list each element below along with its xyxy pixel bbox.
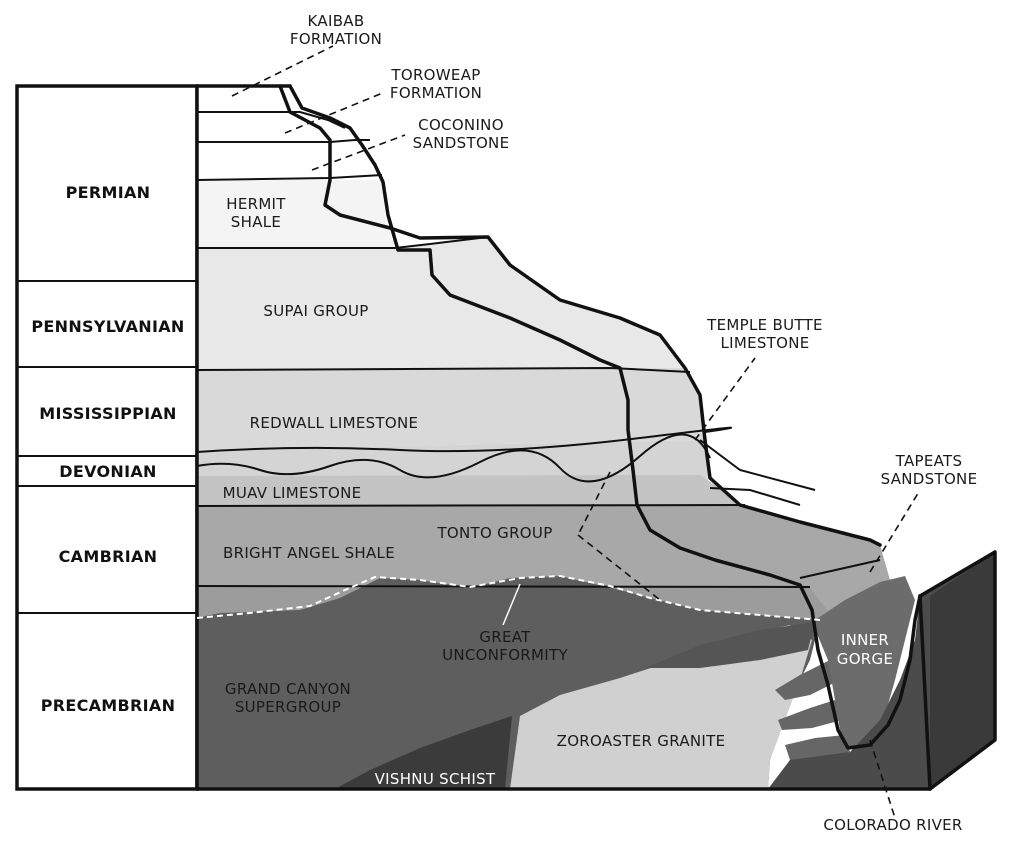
period-column: PERMIAN PENNSYLVANIAN MISSISSIPPIAN DEVO… xyxy=(15,84,199,791)
bright-angel-shale-label: BRIGHT ANGEL SHALE xyxy=(223,544,395,562)
hermit-shale-layer xyxy=(197,180,395,248)
unconformity-leader xyxy=(502,583,521,626)
coconino-label-line2: SANDSTONE xyxy=(413,134,510,152)
far-wall-face xyxy=(930,552,995,789)
canyon-profile xyxy=(195,84,997,791)
tapeats-leader xyxy=(869,489,921,573)
vishnu-schist-layer xyxy=(335,716,512,789)
grand-canyon-supergroup-label-line2: SUPERGROUP xyxy=(235,698,341,716)
toroweap-label-line1: TOROWEAP xyxy=(390,66,480,84)
great-unconformity-label-line1: GREAT xyxy=(479,628,531,646)
tapeats-label-line2: SANDSTONE xyxy=(881,470,978,488)
granite-dike xyxy=(785,735,850,760)
toroweap-leader xyxy=(284,91,386,134)
period-pennsylvanian: PENNSYLVANIAN xyxy=(31,317,184,336)
zoroaster-granite-label: ZOROASTER GRANITE xyxy=(557,732,726,750)
tonto-leader-bottom xyxy=(577,534,661,601)
period-column-frame xyxy=(15,84,199,791)
temple-butte-leader xyxy=(694,357,756,441)
supai-group-label: SUPAI GROUP xyxy=(263,302,368,320)
supai-group-layer xyxy=(197,237,685,370)
inner-gorge-region xyxy=(812,576,915,750)
granite-dike xyxy=(778,700,842,730)
period-mississippian: MISSISSIPPIAN xyxy=(39,404,177,423)
hermit-shale-label-line1: HERMIT xyxy=(226,195,286,213)
period-permian: PERMIAN xyxy=(66,183,151,202)
kaibab-label-line1: KAIBAB xyxy=(308,12,365,30)
leader-lines xyxy=(231,45,921,819)
wall-edge xyxy=(918,594,932,791)
muav-limestone-label: MUAV LIMESTONE xyxy=(223,484,362,502)
period-cambrian: CAMBRIAN xyxy=(59,547,158,566)
kaibab-leader xyxy=(231,45,334,97)
period-devonian: DEVONIAN xyxy=(59,462,156,481)
layer-labels: HERMIT SHALE SUPAI GROUP REDWALL LIMESTO… xyxy=(223,195,893,788)
grand-canyon-supergroup-label-line1: GRAND CANYON xyxy=(225,680,351,698)
great-unconformity-label-line2: UNCONFORMITY xyxy=(442,646,568,664)
vishnu-schist-label: VISHNU SCHIST xyxy=(375,770,496,788)
tapeats-label-line1: TAPEATS xyxy=(895,452,963,470)
granite-dike xyxy=(645,622,815,668)
inner-gorge-label-line2: GORGE xyxy=(837,650,893,668)
zoroaster-granite-layer xyxy=(510,625,812,789)
hermit-shale-label-line2: SHALE xyxy=(231,213,281,231)
callout-labels: KAIBAB FORMATION TOROWEAP FORMATION COCO… xyxy=(290,12,977,834)
period-precambrian: PRECAMBRIAN xyxy=(41,696,176,715)
great-unconformity-line xyxy=(196,574,821,621)
colorado-river-leader xyxy=(869,739,896,819)
tonto-group-label: TONTO GROUP xyxy=(436,524,552,542)
temple-butte-layer xyxy=(197,440,708,480)
temple-butte-label-line1: TEMPLE BUTTE xyxy=(706,316,823,334)
coconino-leader xyxy=(311,134,406,171)
kaibab-label-line2: FORMATION xyxy=(290,30,382,48)
toroweap-label-line2: FORMATION xyxy=(390,84,482,102)
coconino-label-line1: COCONINO xyxy=(418,116,504,134)
colorado-river-label: COLORADO RIVER xyxy=(823,816,962,834)
redwall-limestone-layer xyxy=(197,368,705,450)
temple-butte-label-line2: LIMESTONE xyxy=(720,334,809,352)
inner-gorge-label-line1: INNER xyxy=(841,631,889,649)
redwall-limestone-label: REDWALL LIMESTONE xyxy=(250,414,419,432)
